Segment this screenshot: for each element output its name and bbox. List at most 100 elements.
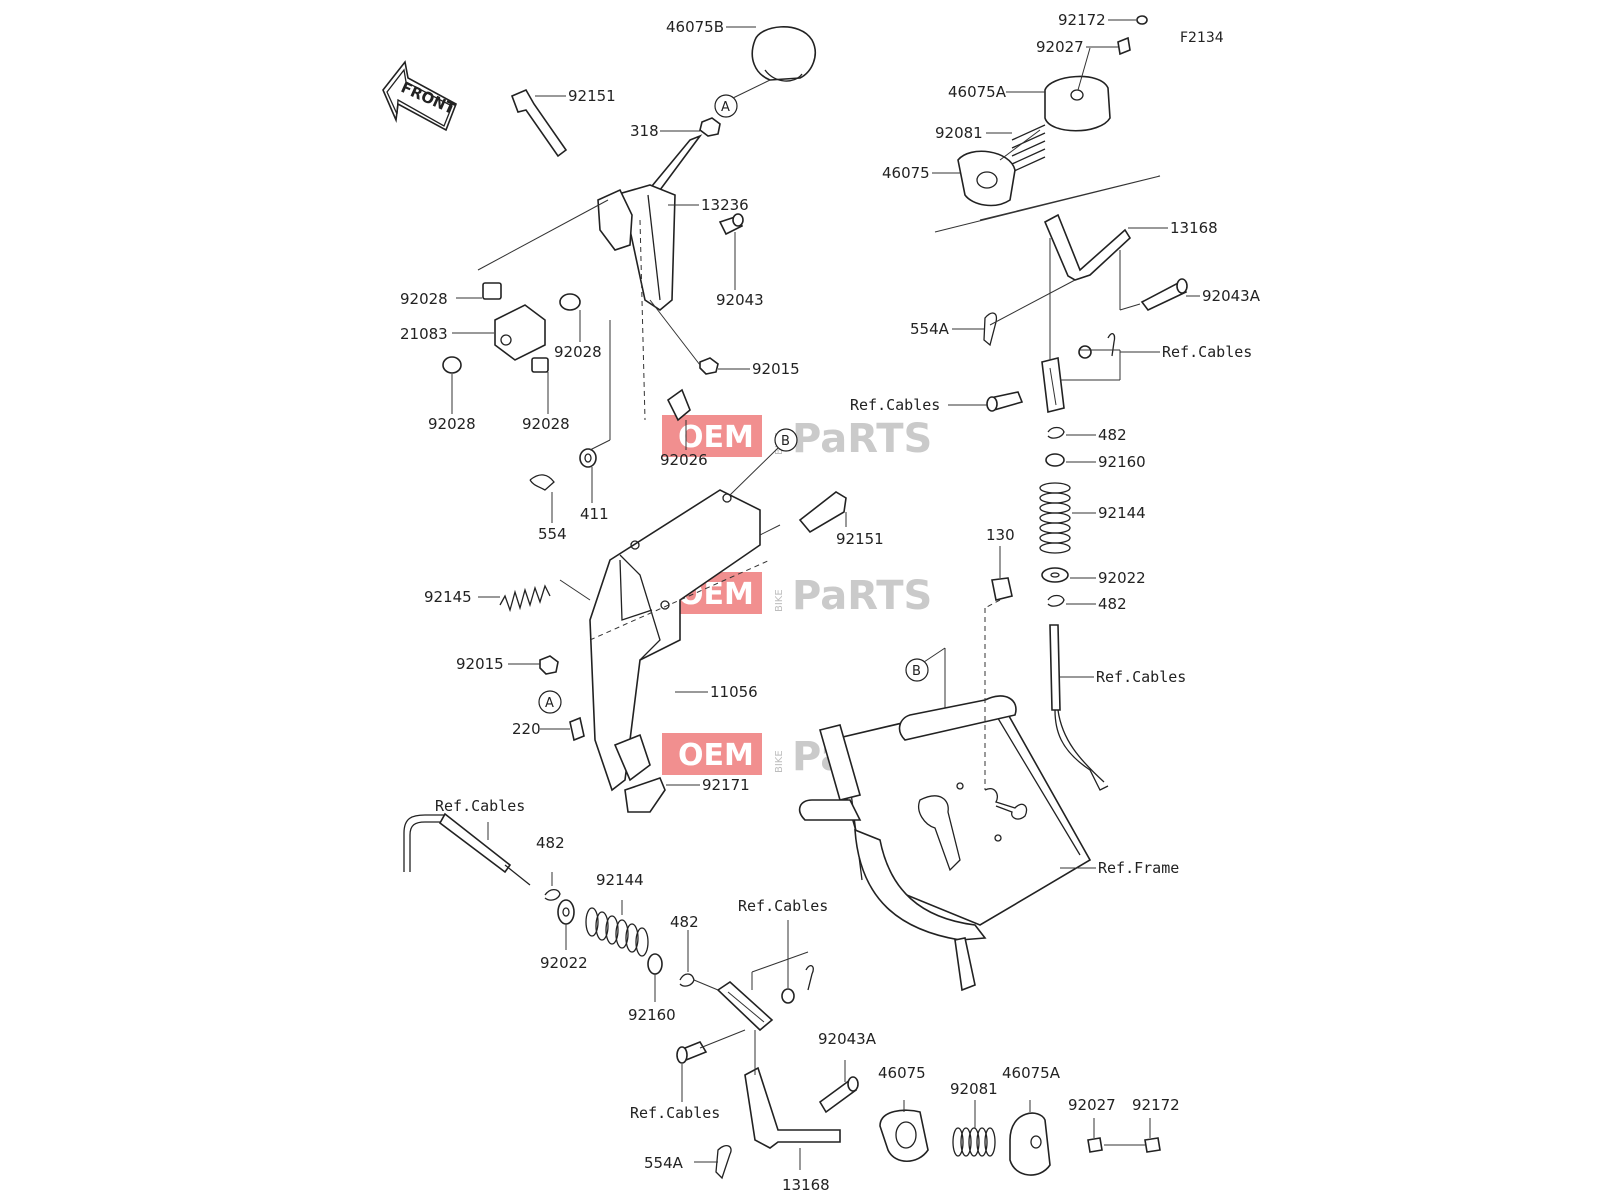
label-482-a: 482 [1098, 426, 1127, 444]
label-554a-top: 554A [910, 320, 950, 338]
clip-92026 [666, 388, 691, 422]
label-21083: 21083 [400, 325, 448, 343]
label-46075a-bot: 46075A [1002, 1064, 1061, 1082]
watermark-1: OEM BIKE PaRTS [662, 415, 932, 462]
clip-482-d [679, 973, 695, 987]
watermark-oem: OEM [678, 738, 754, 773]
clip-554a-top [983, 312, 998, 347]
label-92081-top: 92081 [935, 124, 983, 142]
label-11056: 11056 [710, 683, 758, 701]
washer-411 [579, 448, 597, 468]
label-92028-d: 92028 [522, 415, 570, 433]
arm-13168-top [1043, 213, 1132, 281]
cable-right [1049, 624, 1061, 711]
label-92015-mid: 92015 [456, 655, 504, 673]
label-92022-top: 92022 [1098, 569, 1146, 587]
label-46075a-top: 46075A [948, 83, 1007, 101]
label-92043: 92043 [716, 291, 764, 309]
collar-92027-top [1117, 36, 1131, 56]
label-92022-bot: 92022 [540, 954, 588, 972]
watermark-parts: PaRTS [792, 416, 932, 462]
callout-b-lower [905, 658, 929, 682]
clip-482-a [1047, 426, 1065, 439]
bolt-92151-mid [798, 491, 847, 534]
collar-92028-upper [482, 282, 502, 300]
spring-92081-bot [952, 1127, 996, 1157]
label-92144-bot: 92144 [596, 871, 644, 889]
label-92027-bot: 92027 [1068, 1096, 1116, 1114]
collar-92028-right [559, 293, 581, 311]
cup-46075-top [957, 150, 1016, 207]
label-220: 220 [512, 720, 541, 738]
label-ref-cables-1: Ref.Cables [1162, 343, 1252, 361]
callout-b-label: B [781, 434, 790, 449]
label-482-c: 482 [536, 834, 565, 852]
spring-92145 [499, 584, 551, 613]
washer-92160-bot [647, 953, 663, 975]
label-ref-cables-5: Ref.Cables [738, 897, 828, 915]
label-554: 554 [538, 525, 567, 543]
arm-13168-bot [744, 1066, 841, 1149]
watermark-oem: OEM [678, 420, 754, 455]
spring-92144-top [1039, 482, 1071, 554]
front-arrow: FRONT [382, 60, 459, 132]
label-92145: 92145 [424, 588, 472, 606]
collar-92028-left [442, 356, 462, 374]
nut-92015-upper [699, 357, 719, 375]
callout-b-top [774, 428, 798, 452]
bolt-92151-top [510, 88, 568, 158]
nut-92172-bot [1144, 1137, 1161, 1153]
callout-a-label: A [545, 696, 554, 711]
spring-92081-top [1011, 124, 1046, 173]
clip-482-b [1047, 594, 1065, 607]
label-46075b: 46075B [666, 18, 724, 36]
pad-46075a-bot [1009, 1112, 1051, 1176]
callout-a-label: A [721, 100, 730, 115]
clip-482-c [544, 888, 561, 901]
label-92026: 92026 [660, 451, 708, 469]
spring-92144-bot [585, 907, 649, 957]
washer-92160-top [1045, 453, 1065, 467]
label-554a-bot: 554A [644, 1154, 684, 1172]
label-92028-b: 92028 [554, 343, 602, 361]
cotter-554 [529, 474, 555, 491]
label-92160-top: 92160 [1098, 453, 1146, 471]
label-92043a-top: 92043A [1202, 287, 1261, 305]
label-92160-bot: 92160 [628, 1006, 676, 1024]
watermark-parts: PaRTS [792, 573, 932, 619]
label-318: 318 [630, 122, 659, 140]
nut-318 [699, 117, 721, 137]
label-92027-top: 92027 [1036, 38, 1084, 56]
bolt-130 [991, 577, 1013, 601]
bracket-11056 [589, 489, 761, 792]
diagram-code: F2134 [1180, 30, 1224, 46]
collar-92028-bottom [531, 357, 549, 373]
pin-92043a-top [1140, 280, 1188, 312]
label-13236: 13236 [701, 196, 749, 214]
label-92172-top: 92172 [1058, 11, 1106, 29]
pad-46075a-top [1044, 75, 1111, 132]
label-92144-top: 92144 [1098, 504, 1146, 522]
nut-92015-mid [539, 655, 559, 675]
label-46075-bot: 46075 [878, 1064, 926, 1082]
label-92151-mid: 92151 [836, 530, 884, 548]
callout-a-mid [538, 690, 562, 714]
label-92171: 92171 [702, 776, 750, 794]
label-13168-top: 13168 [1170, 219, 1218, 237]
label-92028-a: 92028 [400, 290, 448, 308]
clamp-92171 [624, 777, 666, 813]
label-92015-top: 92015 [752, 360, 800, 378]
label-ref-cables-4: Ref.Cables [435, 797, 525, 815]
label-ref-frame: Ref.Frame [1098, 859, 1179, 877]
frame-assembly [798, 695, 1092, 992]
collar-92027-bot [1087, 1137, 1103, 1153]
label-482-d: 482 [670, 913, 699, 931]
washer-92022-top [1041, 567, 1069, 583]
label-92151-top: 92151 [568, 87, 616, 105]
watermark-bike: BIKE [774, 589, 785, 612]
label-ref-cables-2: Ref.Cables [850, 396, 940, 414]
watermark-bike: BIKE [774, 750, 785, 773]
label-92081-bot: 92081 [950, 1080, 998, 1098]
label-ref-cables-6: Ref.Cables [630, 1104, 720, 1122]
